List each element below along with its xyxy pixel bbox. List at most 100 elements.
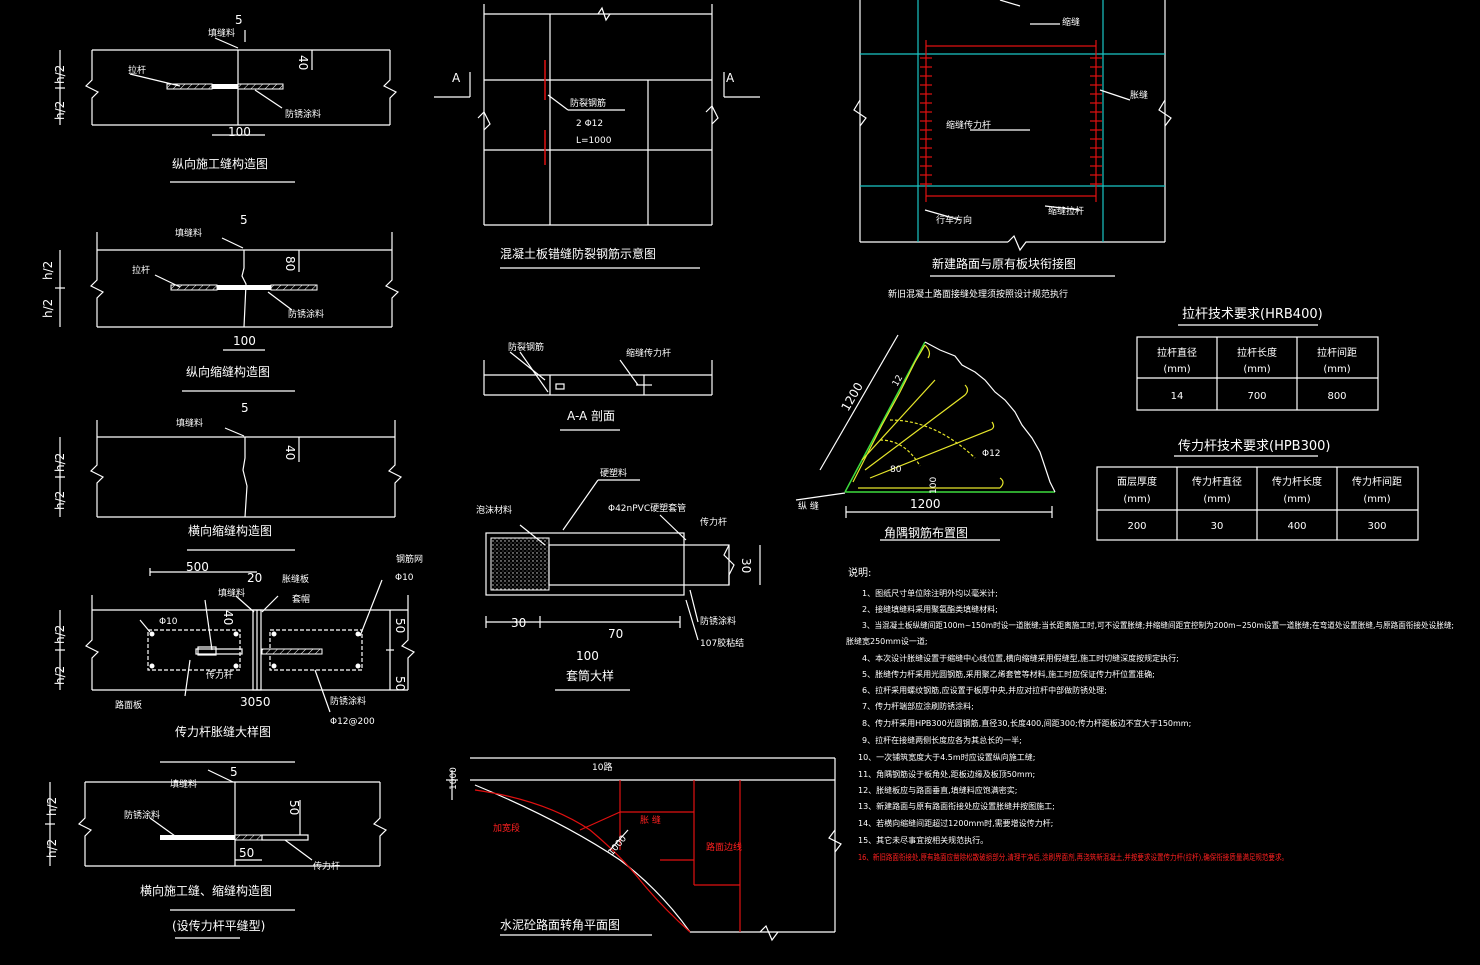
d6-sec-a-right: A [726,71,735,85]
d5-dim-50b: 50 [239,846,254,860]
d11-label-r3: 路面边线 [706,841,742,853]
d10-edge-label: 纵 缝 [798,500,819,512]
d2-fill-label: 填缝料 [175,227,202,239]
d2-coat-label: 防锈涂料 [288,308,324,320]
table2-h3: 传力杆间距 [1352,475,1402,488]
table2-r0: 200 [1127,521,1146,532]
d8-fill-label: 泡沫材料 [476,504,512,516]
d1-coat-label: 防锈涂料 [285,108,321,120]
d4-bar-label: 传力杆 [206,669,233,681]
d1-dim-width: 100 [228,125,251,139]
d8-bar-label: 传力杆 [700,516,727,528]
d8-dim-30b: 30 [739,558,753,573]
d5-fill-label: 填缝料 [170,778,197,790]
d11-label-r1: 加宽段 [493,822,520,834]
d4-h2-bottom: h/2 [53,666,67,685]
d4-dim-3050: 3050 [240,695,271,709]
d8-dim-30a: 30 [511,616,526,630]
d1-h2-top: h/2 [53,65,67,84]
table-tie-bar-requirements: 拉杆技术要求(HRB400) 拉杆直径 拉杆长度 拉杆间距 (mm) (mm) … [1136,307,1379,411]
table1-r1: 700 [1247,391,1266,402]
note-11: 11、角隅钢筋设于板角处,距板边缘及板顶50mm; [858,769,1035,779]
d1-h2-bottom: h/2 [53,101,67,120]
detail-dowel-expansion-joint: 500 20 40 Φ10 Φ10 50 50 3050 Φ12@200 填缝料… [53,553,423,763]
d4-tag1: 钢筋网 [396,553,423,565]
d8-coat-label: 防锈涂料 [700,615,736,627]
table2-title: 传力杆技术要求(HPB300) [1178,439,1331,454]
notes-block: 说明: 1、图纸尺寸单位除注明外均以毫米计; 2、接缝填缝料采用聚氨酯类填缝材料… [846,566,1454,862]
table1-u1: (mm) [1243,364,1270,375]
detail-corner-plan: 10路 1000 1000 加宽段 胀 缝 路面边线 水泥砼路面转角平面图 [446,757,842,942]
note-1: 1、图纸尺寸单位除注明外均以毫米计; [862,588,998,598]
note-10: 10、一次铺筑宽度大于4.5m时应设置纵向施工缝; [858,752,1035,762]
d4-phi12: Φ12@200 [330,717,375,727]
table-dowel-requirements: 传力杆技术要求(HPB300) 面层厚度 传力杆直径 传力杆长度 传力杆间距 (… [1096,439,1419,541]
note-7: 7、传力杆端部应涂刷防锈涂料; [862,701,974,711]
d4-fill-label: 填缝料 [218,587,245,599]
d8-sleeve-label: 硬塑料 [600,467,627,479]
detail-sleeve: 硬塑料 泡沫材料 Φ42nPVC硬塑套管 传力杆 防锈涂料 107胶粘结 30 … [476,467,761,691]
table1-h1: 拉杆长度 [1237,346,1277,359]
d9-subtitle: 新旧混凝土路面接缝处理须按照设计规范执行 [888,288,1068,300]
d11-label-top: 10路 [592,761,612,773]
d3-title: 横向缩缝构造图 [188,523,272,538]
d4-dim-50b: 50 [393,676,407,691]
table1-u2: (mm) [1323,364,1350,375]
d9-label-e: 行车方向 [936,214,972,226]
note-16-red: 16、新旧路面衔接处,原有路面应凿除松散破损部分,清理干净后,涂刷界面剂,再浇筑… [858,852,1288,862]
note-15: 15、其它未尽事宜按相关规范执行。 [858,835,988,845]
note-4: 4、本次设计胀缝设置于缩缝中心线位置,横向缩缝采用假缝型,施工时切缝深度按规定执… [862,653,1179,663]
d5-h2-bottom: h/2 [45,839,59,858]
d9-title: 新建路面与原有板块衔接图 [932,256,1076,271]
d11-title: 水泥砼路面转角平面图 [500,917,620,932]
detail-transverse-shrinkage-joint: 填缝料 5 40 h/2 h/2 横向缩缝构造图 [53,401,403,551]
detail-longitudinal-construction-joint: 填缝料 拉杆 防锈涂料 5 100 40 h/2 h/2 纵向施工缝构造图 [53,13,398,183]
table1-title: 拉杆技术要求(HRB400) [1182,307,1323,322]
d4-dim-40: 40 [221,610,235,625]
d3-h2-top: h/2 [53,453,67,472]
d4-board-label: 胀缝板 [282,573,309,585]
note-3b: 胀缝宽250mm设一道; [846,636,928,646]
d4-tag2: 防锈涂料 [330,695,366,707]
table1-r0: 14 [1171,391,1184,402]
notes-heading: 说明: [848,566,871,579]
table2-u0: (mm) [1123,494,1150,505]
d4-phi10-b: Φ10 [395,573,414,583]
detail-transverse-construction-joint: 5 填缝料 防锈涂料 传力杆 50 50 h/2 h/2 横向施工缝、缩缝构造图… [45,765,388,939]
note-2: 2、接缝填缝料采用聚氨酯类填缝材料; [862,604,998,614]
d4-cap-label: 套帽 [292,593,310,605]
d11-dim-left: 1000 [449,767,459,790]
d5-dim-5: 5 [230,765,238,779]
note-9: 9、拉杆在接缝两侧长度应各为其总长的一半; [862,735,1022,745]
d3-dim-5: 5 [241,401,249,415]
d6-spec2: L=1000 [576,136,612,146]
d10-phi12: Φ12 [982,449,1001,459]
d8-pvc-label: Φ42nPVC硬塑套管 [608,502,686,514]
table2-r3: 300 [1367,521,1386,532]
d7-rebar-label: 防裂钢筋 [508,341,544,353]
d9-label-a: 缩缝 [1062,16,1080,28]
d10-title: 角隅钢筋布置图 [884,525,968,540]
d4-phi10-a: Φ10 [159,617,178,627]
d4-h2-top: h/2 [53,625,67,644]
d2-bar-label: 拉杆 [132,264,150,276]
d5-bar-label: 传力杆 [313,860,340,872]
d2-dim-width: 100 [233,334,256,348]
d4-dim-50a: 50 [393,618,407,633]
d11-dim-diag: 1000 [607,834,630,858]
d10-dim-80: 80 [890,465,902,475]
table1-h0: 拉杆直径 [1157,346,1197,359]
note-6: 6、拉杆采用螺纹钢筋,应设置于板厚中央,并应对拉杆中部做防锈处理; [862,685,1107,695]
d5-subtitle: (设传力杆平缝型) [172,918,265,933]
table2-h0: 面层厚度 [1117,475,1157,488]
d4-title: 传力杆胀缝大样图 [175,724,271,739]
d8-cap-label: 107胶粘结 [700,637,744,649]
detail-longitudinal-shrinkage-joint: 填缝料 拉杆 防锈涂料 5 100 80 h/2 h/2 纵向缩缝构造图 [41,213,400,392]
d8-title: 套筒大样 [566,668,614,683]
d4-dim-20: 20 [247,571,262,585]
table2-u2: (mm) [1283,494,1310,505]
d10-dim-100: 100 [929,477,939,494]
note-13: 13、新建路面与原有路面衔接处应设置胀缝并按图施工; [858,801,1055,811]
table2-h1: 传力杆直径 [1192,475,1242,488]
